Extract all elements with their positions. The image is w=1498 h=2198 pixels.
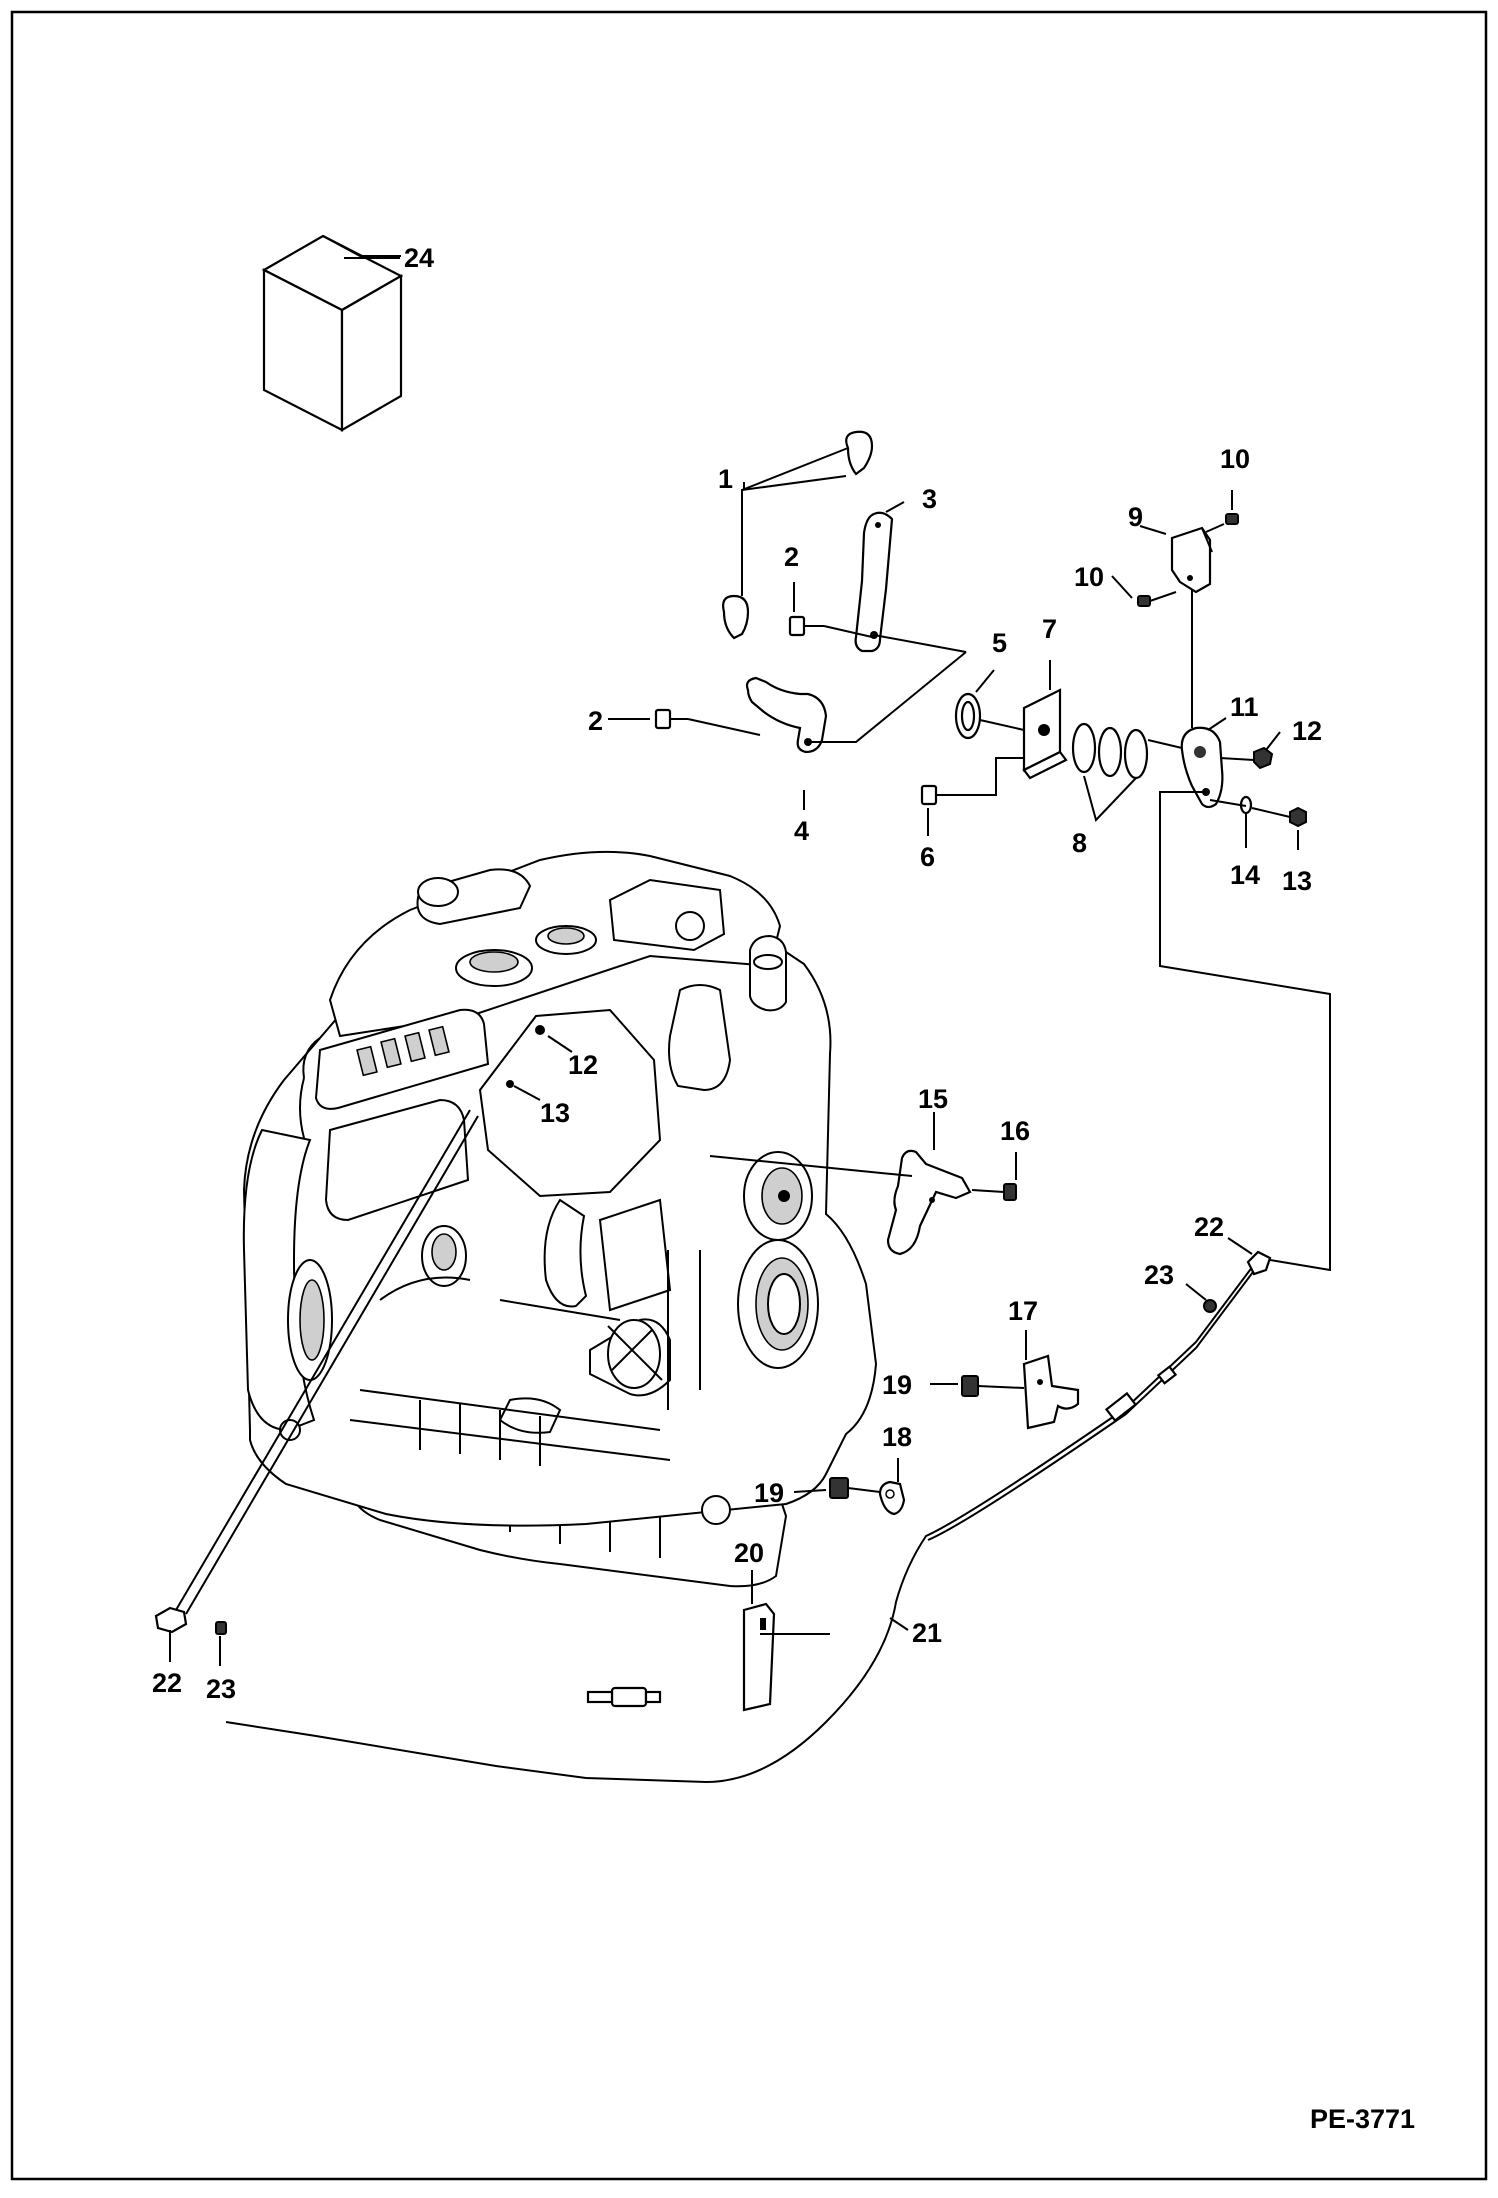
- clamp-part-18: [878, 1480, 906, 1516]
- lower-linking-lines: [175, 1109, 913, 1615]
- callout-13-upper: 13: [1282, 866, 1312, 896]
- bolt-part-2-upper: [788, 615, 824, 637]
- callout-labels: 24 1 2 2 3 4 5 6 7 8 9 10 10 11 12 12 13…: [152, 243, 1322, 1704]
- figure-reference-code: PE-3771: [1310, 2104, 1415, 2134]
- callout-21: 21: [912, 1618, 942, 1648]
- callout-20: 20: [734, 1538, 764, 1568]
- cable-end-part-22-right: [1246, 1250, 1272, 1276]
- callout-12-engine: 12: [568, 1050, 598, 1080]
- callout-16: 16: [1000, 1116, 1030, 1146]
- decal-part-20: [742, 1602, 776, 1712]
- lever-bracket-part-4: [745, 676, 828, 754]
- nut-part-12-upper: [1253, 746, 1274, 770]
- engine-assembly: [242, 850, 878, 1588]
- callout-22-left: 22: [152, 1668, 182, 1698]
- friction-washers-part-8: [1071, 722, 1149, 780]
- callout-19-lower: 19: [754, 1478, 784, 1508]
- nut-part-23-right: [1203, 1299, 1217, 1313]
- callout-14: 14: [1230, 860, 1260, 890]
- callout-15: 15: [918, 1084, 948, 1114]
- callout-11: 11: [1230, 692, 1259, 722]
- throttle-lever-part-3: [854, 511, 894, 653]
- nut-part-13-upper: [1289, 806, 1307, 828]
- cable-bracket-part-15: [886, 1149, 972, 1256]
- bracket-part-9: [1170, 526, 1213, 594]
- bolt-part-2-lower: [654, 708, 688, 730]
- throttle-knob-lower: [722, 594, 750, 640]
- assembly-linking-lines: [687, 447, 1331, 1272]
- screw-part-10-upper: [1225, 513, 1239, 525]
- callout-23-left: 23: [206, 1674, 236, 1704]
- callout-18: 18: [882, 1422, 912, 1452]
- bolt-part-6: [920, 784, 968, 806]
- callout-23-right: 23: [1144, 1260, 1174, 1290]
- bolt-part-19-lower: [829, 1477, 881, 1499]
- cable-end-part-22-left: [154, 1606, 188, 1634]
- callout-9: 9: [1128, 502, 1143, 532]
- callout-12-upper: 12: [1292, 716, 1322, 746]
- callout-leaders: [169, 257, 1299, 1666]
- mount-plate-part-7: [1022, 688, 1068, 780]
- callout-24: 24: [404, 243, 434, 273]
- callout-5: 5: [992, 628, 1007, 658]
- callout-4: 4: [794, 816, 809, 846]
- nut-part-23-left: [215, 1621, 227, 1635]
- callout-13-engine: 13: [540, 1098, 570, 1128]
- callout-8: 8: [1072, 828, 1087, 858]
- washer-part-5: [954, 692, 982, 740]
- callout-22-right: 22: [1194, 1212, 1224, 1242]
- screw-part-10-lower: [1137, 595, 1151, 607]
- callout-3: 3: [922, 484, 937, 514]
- callout-10-lower: 10: [1074, 562, 1104, 592]
- bolt-part-16: [971, 1183, 1017, 1201]
- throttle-knob-upper: [845, 430, 874, 476]
- callout-19-upper: 19: [882, 1370, 912, 1400]
- bolt-part-19-upper: [961, 1375, 1025, 1397]
- clip-bracket-part-17: [1022, 1354, 1080, 1430]
- page-border: [10, 10, 1488, 2181]
- pivot-arm-part-11: [1180, 726, 1224, 809]
- throttle-cable-part-21: [225, 1261, 1257, 1784]
- callout-2-upper: 2: [784, 542, 799, 572]
- callout-10-upper: 10: [1220, 444, 1250, 474]
- callout-6: 6: [920, 842, 935, 872]
- callout-7: 7: [1042, 614, 1057, 644]
- callout-1: 1: [718, 464, 733, 494]
- kit-box-part-24: [261, 234, 404, 432]
- callout-17: 17: [1008, 1296, 1038, 1326]
- callout-2-lower: 2: [588, 706, 603, 736]
